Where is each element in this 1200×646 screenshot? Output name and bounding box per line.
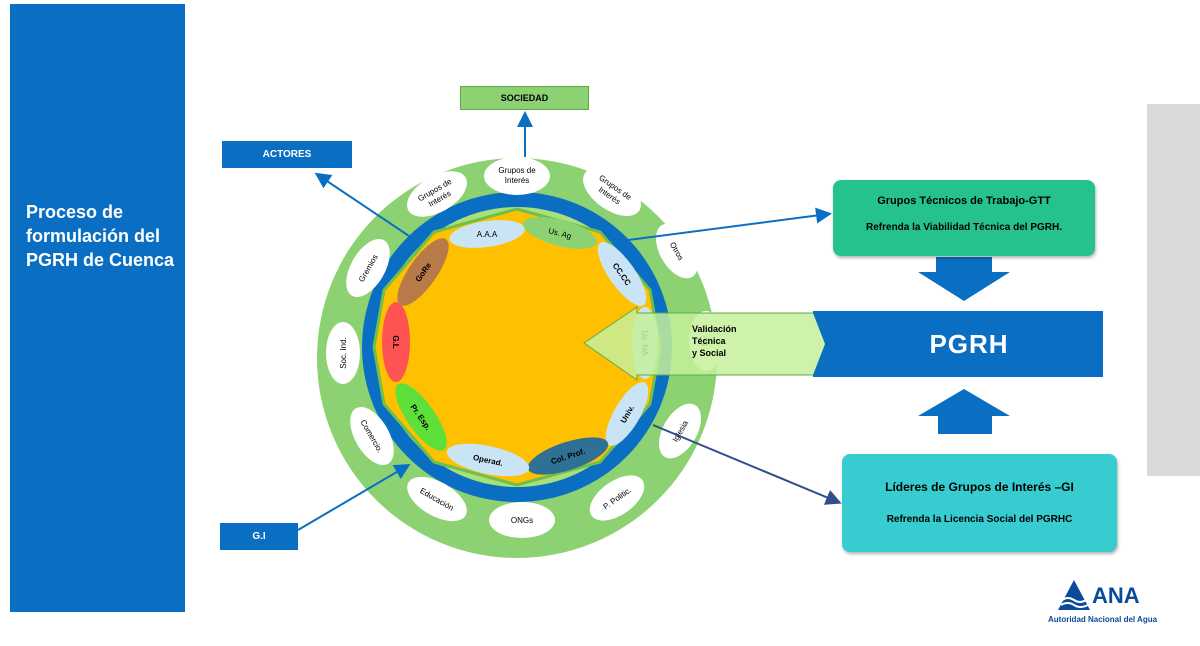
- inner-item-aaa: [449, 220, 525, 248]
- inner-item-us-ag: [523, 217, 597, 249]
- right-grey-strip: [1147, 104, 1200, 476]
- outer-item-label: Interés: [505, 176, 529, 185]
- inner-item-label: A.A.A: [477, 230, 498, 239]
- outer-item-soc-ind: [326, 322, 360, 384]
- gi-leaders-box: Líderes de Grupos de Interés –GI Refrend…: [842, 454, 1117, 552]
- gtt-title: Grupos Técnicos de Trabajo-GTT: [877, 195, 1051, 207]
- outer-item-grupos-left: [407, 171, 467, 217]
- left-panel: [10, 4, 185, 612]
- up-arrow-gi-pgrh: [918, 389, 1010, 434]
- pgrh-bar: [835, 311, 1103, 377]
- inner-ring-items: A.A.A Us. Ag CC.CC Us. NA Univ. Col. Pro…: [382, 217, 658, 477]
- validation-line-3: y Social: [692, 348, 727, 358]
- outer-item-ongs: [489, 502, 555, 538]
- outer-item-p-politic: [589, 475, 645, 521]
- outer-item-label: ONGs: [511, 516, 533, 525]
- outer-ring-items: Grupos de Interés Grupos de Interés Grup…: [326, 157, 723, 538]
- gtt-box: Grupos Técnicos de Trabajo-GTT Refrenda …: [833, 180, 1095, 256]
- sociedad-box: SOCIEDAD: [460, 86, 589, 110]
- validation-line-2: Técnica: [692, 336, 726, 346]
- actores-box: ACTORES: [222, 141, 352, 168]
- inner-item-operad: [446, 443, 530, 477]
- validation-line-1: Validación: [692, 324, 737, 334]
- inner-item-cccc: [597, 241, 647, 307]
- ana-logo-icon: [1058, 580, 1090, 610]
- validation-text: Validación Técnica y Social: [692, 323, 762, 359]
- outer-item-iglesia: [658, 403, 702, 459]
- gtt-subtitle: Refrenda la Viabilidad Técnica del PGRH.: [866, 222, 1062, 233]
- core-polygon: [372, 207, 662, 487]
- outer-item-grupos-top: [484, 157, 550, 195]
- inner-item-univ: [605, 382, 649, 446]
- outer-item-otros: [655, 223, 699, 279]
- arrow-to-gtt: [627, 207, 832, 241]
- inner-item-col-prof: [527, 437, 609, 475]
- pgrh-notch: [813, 311, 837, 377]
- ana-logo-text: ANA: [1092, 583, 1140, 608]
- ana-logo-subtitle: Autoridad Nacional del Agua: [1048, 615, 1158, 624]
- pgrh-label: PGRH: [929, 328, 1009, 359]
- gi-leaders-subtitle: Refrenda la Licencia Social del PGRHC: [886, 514, 1073, 525]
- outer-item-label: Grupos de: [498, 166, 536, 175]
- outer-item-grupos-right: [583, 168, 641, 216]
- outer-item-label: Soc. Ind.: [339, 337, 348, 369]
- outer-item-gremios: [346, 239, 390, 297]
- inner-item-label: G.L: [391, 335, 400, 348]
- slide-title: Proceso de formulación del PGRH de Cuenc…: [26, 202, 175, 270]
- outer-item-comercio: [350, 407, 394, 465]
- outer-item-educacion: [407, 476, 467, 522]
- inner-item-gore: [397, 238, 449, 306]
- gi-leaders-title: Líderes de Grupos de Interés –GI: [885, 480, 1074, 494]
- arrow-to-gi-leaders: [652, 424, 842, 505]
- inner-item-gl: [382, 302, 410, 382]
- inner-item-pr-esp: [395, 383, 447, 451]
- arrow-to-actores: [314, 172, 413, 239]
- gi-label-box: G.I: [220, 523, 298, 550]
- arrow-from-gi: [297, 463, 411, 531]
- down-arrow-gtt-pgrh: [918, 257, 1010, 301]
